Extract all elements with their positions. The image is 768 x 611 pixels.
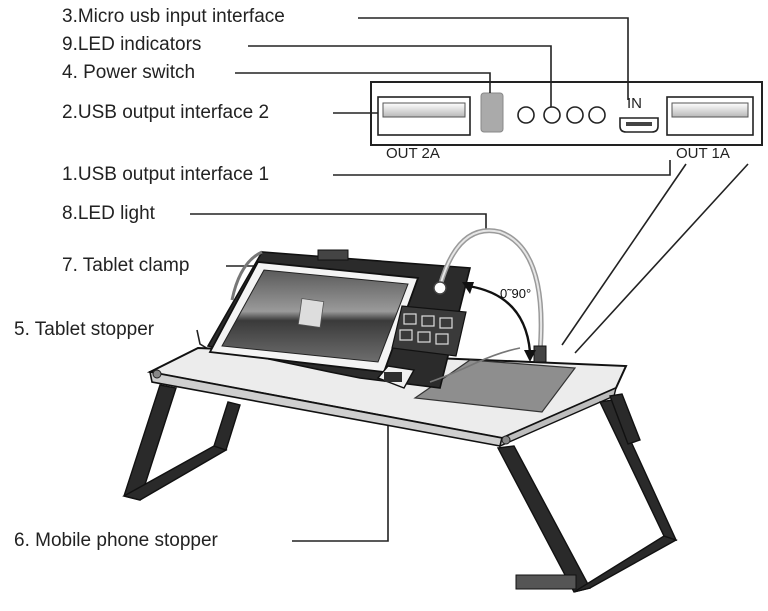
- pattern-pad: [391, 305, 467, 357]
- label-phone-stopper: 6. Mobile phone stopper: [14, 530, 218, 551]
- micro-usb-slot: [626, 122, 652, 126]
- in-label: IN: [627, 95, 642, 112]
- label-led-light: 8.LED light: [62, 203, 155, 224]
- out1-label: OUT 1A: [676, 145, 730, 162]
- label-tablet-stopper: 5. Tablet stopper: [14, 319, 155, 340]
- led-indicator-3: [566, 106, 584, 124]
- usb-port-out1-tongue: [671, 102, 749, 118]
- label-led-indicators: 9.LED indicators: [62, 34, 202, 55]
- led-indicator-4: [588, 106, 606, 124]
- power-switch: [480, 92, 504, 133]
- table-legs: [122, 384, 678, 593]
- led-indicator-1: [517, 106, 535, 124]
- out2-label: OUT 2A: [386, 145, 440, 162]
- usb-port-out2-tongue: [382, 102, 466, 118]
- label-micro-usb: 3.Micro usb input interface: [62, 6, 285, 27]
- angle-label: 0˜90°: [500, 286, 531, 301]
- label-power-switch: 4. Power switch: [62, 62, 196, 83]
- led-indicator-2: [543, 106, 561, 124]
- angle-arc: [467, 284, 532, 353]
- label-tablet-clamp: 7. Tablet clamp: [62, 255, 190, 276]
- leader-lines: [190, 17, 749, 542]
- led-lamp-head: [433, 281, 447, 295]
- label-usb-out-2: 2.USB output interface 2: [62, 102, 270, 123]
- label-usb-out-1: 1.USB output interface 1: [62, 164, 270, 185]
